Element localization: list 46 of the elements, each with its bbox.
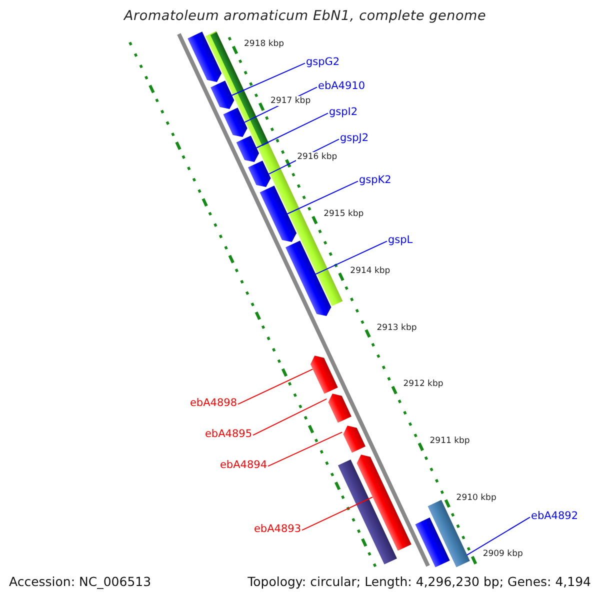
tick-label: 2909 kbp bbox=[482, 549, 524, 560]
gene-feature bbox=[188, 32, 222, 82]
leader-line bbox=[252, 398, 328, 436]
gene-label: ebA4892 bbox=[530, 510, 580, 523]
leader-line bbox=[286, 180, 358, 214]
gene-feature bbox=[248, 160, 271, 188]
gene-label: gspI2 bbox=[328, 106, 359, 119]
tick-label: 2915 kbp bbox=[322, 209, 365, 220]
genome-stats-text: Topology: circular; Length: 4,296,230 bp; Genes: 4,194 bbox=[248, 574, 591, 590]
tick-label: 2910 kbp bbox=[455, 492, 498, 503]
gene-feature bbox=[428, 500, 470, 568]
gene-feature bbox=[310, 356, 338, 394]
gene-feature bbox=[356, 454, 412, 551]
gene-feature bbox=[338, 460, 397, 564]
gene-label: ebA4893 bbox=[252, 523, 302, 536]
gene-feature bbox=[236, 136, 260, 162]
gene-label: gspL bbox=[387, 234, 414, 247]
gene-label: ebA4910 bbox=[317, 80, 366, 93]
gene-feature bbox=[223, 108, 248, 138]
gene-label: ebA4894 bbox=[218, 459, 268, 472]
gene-label: ebA4898 bbox=[188, 397, 238, 410]
tick-label: 2917 kbp bbox=[270, 96, 312, 106]
tick-label: 2914 kbp bbox=[349, 266, 392, 276]
gene-label: gspJ2 bbox=[339, 132, 370, 145]
leader-line bbox=[231, 62, 306, 96]
leader-line bbox=[268, 432, 343, 467]
leader-line bbox=[238, 368, 314, 405]
tick-label: 2911 kbp bbox=[428, 436, 471, 446]
gene-feature bbox=[415, 518, 450, 568]
tick-label: 2918 kbp bbox=[243, 39, 286, 50]
gene-feature bbox=[328, 394, 352, 423]
gene-label: gspK2 bbox=[358, 174, 392, 187]
leader-line bbox=[302, 496, 373, 531]
tick-label: 2913 kbp bbox=[376, 322, 418, 333]
gene-label: gspG2 bbox=[305, 56, 341, 69]
gene-label: ebA4895 bbox=[204, 428, 253, 441]
gene-feature bbox=[260, 186, 297, 242]
leader-line bbox=[256, 112, 328, 148]
gene-feature bbox=[286, 240, 332, 316]
leader-line bbox=[466, 516, 530, 556]
gene-feature bbox=[210, 80, 234, 110]
gene-feature bbox=[343, 426, 366, 453]
accession-text: Accession: NC_006513 bbox=[9, 574, 152, 590]
leader-line bbox=[315, 240, 388, 275]
tick-label: 2912 kbp bbox=[402, 379, 444, 390]
tick-label: 2916 kbp bbox=[296, 152, 338, 162]
